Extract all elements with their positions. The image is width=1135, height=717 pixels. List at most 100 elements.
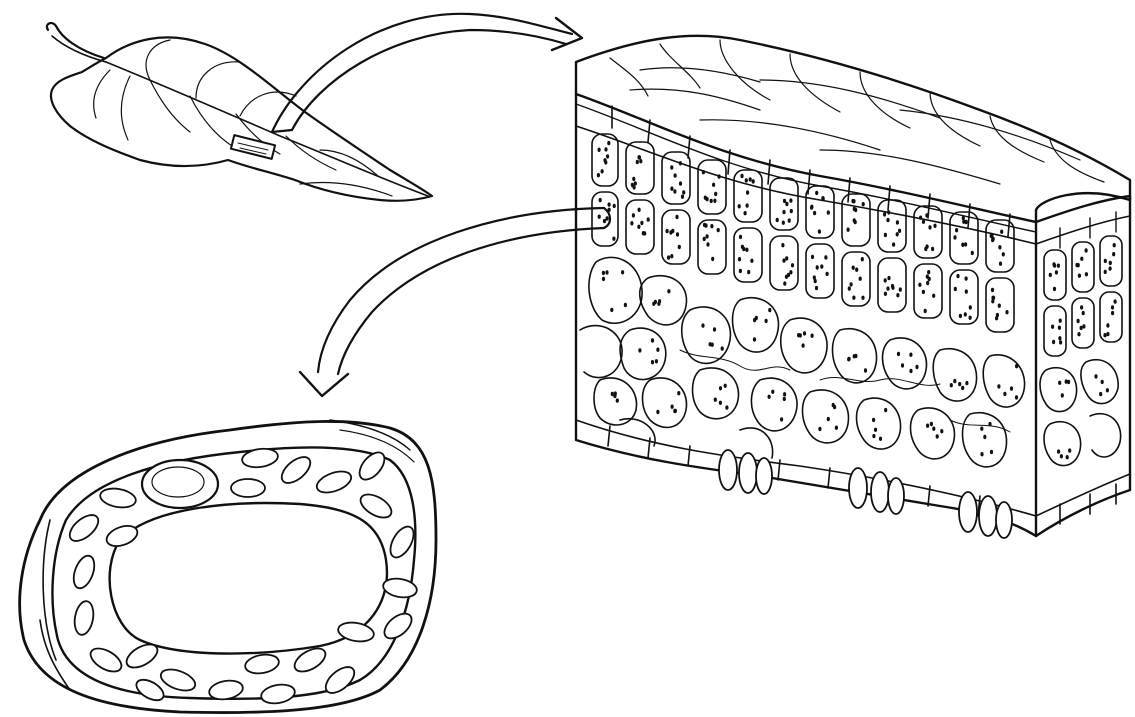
chloroplast-dot (676, 232, 679, 236)
chloroplast-dot (674, 173, 677, 177)
chloroplast-dot (887, 276, 890, 280)
chloroplast-dot (677, 391, 680, 395)
chloroplast-dot (936, 434, 939, 438)
chloroplast-dot (1059, 319, 1062, 323)
chloroplast-dot (1003, 392, 1006, 396)
chloroplast-dot (719, 386, 722, 390)
chloroplast-dot (610, 308, 613, 312)
chloroplast-dot (928, 277, 931, 281)
chloroplast-dot (638, 155, 641, 159)
chloroplast-dot (789, 198, 792, 202)
chloroplast-dot (964, 312, 967, 316)
chloroplast-dot (884, 408, 887, 412)
chloroplast-dot (638, 348, 641, 352)
chloroplast-dot (835, 426, 838, 430)
chloroplast-dot (930, 422, 933, 426)
chloroplast-dot (991, 299, 994, 303)
chloroplast-dot (872, 434, 875, 438)
chloroplast-dot (750, 259, 753, 263)
chloroplast-dot (651, 360, 654, 364)
chloroplast-dot (1103, 333, 1106, 337)
chloroplast-dot (872, 418, 875, 422)
chloroplast-dot (971, 251, 974, 255)
chloroplast-dot (738, 257, 741, 261)
chloroplast-dot (608, 202, 611, 206)
chloroplast-dot (776, 218, 779, 222)
chloroplast-dot (922, 220, 925, 224)
chloroplast-dot (980, 427, 983, 431)
chloroplast-dot (601, 169, 604, 173)
chloroplast-dot (605, 270, 608, 274)
chloroplast-dot (638, 208, 641, 212)
chloroplast-dot (1068, 448, 1071, 452)
chloroplast-dot (616, 398, 619, 402)
chloroplast-dot (826, 272, 829, 276)
chloroplast-dot (738, 204, 741, 208)
chloroplast-dot (1057, 264, 1060, 268)
chloroplast-dot (940, 429, 943, 433)
chloroplast-dot (724, 384, 727, 388)
chloroplast-dot (896, 293, 899, 297)
chloroplast-dot (712, 183, 715, 187)
chloroplast-dot (899, 287, 902, 291)
chloroplast-dot (701, 323, 704, 327)
chloroplast-dot (818, 229, 821, 233)
chloroplast-dot (780, 417, 783, 421)
chloroplast-dot (741, 245, 744, 249)
chloroplast-dot (928, 225, 931, 229)
chloroplast-dot (606, 216, 609, 220)
chloroplast-dot (924, 309, 927, 313)
chloroplast-dot (815, 286, 818, 290)
stoma-3 (959, 492, 1012, 538)
chloroplast-dot (1058, 381, 1061, 385)
chloroplast-dot (768, 308, 771, 312)
cell-wall-edge (20, 520, 70, 690)
chloroplast-dot (827, 417, 830, 421)
chloroplast-dot (753, 318, 756, 322)
chloroplast-dot (745, 248, 748, 252)
chloroplast-dot (746, 190, 749, 194)
chloroplast-dot (1077, 319, 1080, 323)
chloroplast-dot (827, 210, 830, 214)
chloroplast-dot (918, 283, 921, 287)
chloroplast-dot (861, 257, 864, 261)
chloroplast-dot (647, 217, 650, 221)
chloroplast-dot (1111, 305, 1114, 309)
chloroplast-dot (667, 289, 670, 293)
chloroplast-dot (1049, 273, 1052, 277)
chloroplast-dot (824, 255, 827, 259)
chloroplast-dot (718, 174, 721, 178)
chloroplast-dot (713, 327, 716, 331)
chloroplast-dot (961, 243, 964, 247)
chloroplast-dot (1015, 364, 1018, 368)
chloroplast-dot (1061, 393, 1064, 397)
chloroplast-dot (791, 263, 794, 267)
chloroplast-dot (990, 450, 993, 454)
chloroplast-dot (950, 383, 953, 387)
chloroplast-dot (1058, 336, 1061, 340)
chloroplast-dot (855, 268, 858, 272)
chloroplast-dot (1106, 332, 1109, 336)
chloroplast-dot (810, 205, 813, 209)
chloroplast-dot (1057, 449, 1060, 453)
chloroplast-dot (632, 213, 635, 217)
chloroplast-dot (998, 245, 1001, 249)
chloroplast-dot (679, 181, 682, 185)
chloroplast-dot (1052, 262, 1055, 266)
chloroplast-dot (602, 277, 605, 281)
chloroplast-dot (640, 221, 643, 225)
chloroplast-dot (956, 274, 959, 278)
chloroplast-dot (789, 270, 792, 274)
chloroplast-dot (611, 392, 614, 396)
chloroplast-dot (852, 296, 855, 300)
chloroplast-dot (953, 379, 956, 383)
chloroplast-dot (848, 286, 851, 290)
chloroplast-dot (919, 216, 922, 220)
chloroplast-dot (852, 266, 855, 270)
chloroplast-dot (954, 287, 957, 291)
section-front-face (576, 94, 1036, 536)
chloroplast-dot (922, 290, 925, 294)
chloroplast-dot (955, 228, 958, 232)
chloroplast-dot (744, 211, 747, 215)
chloroplast-dot (749, 177, 752, 181)
